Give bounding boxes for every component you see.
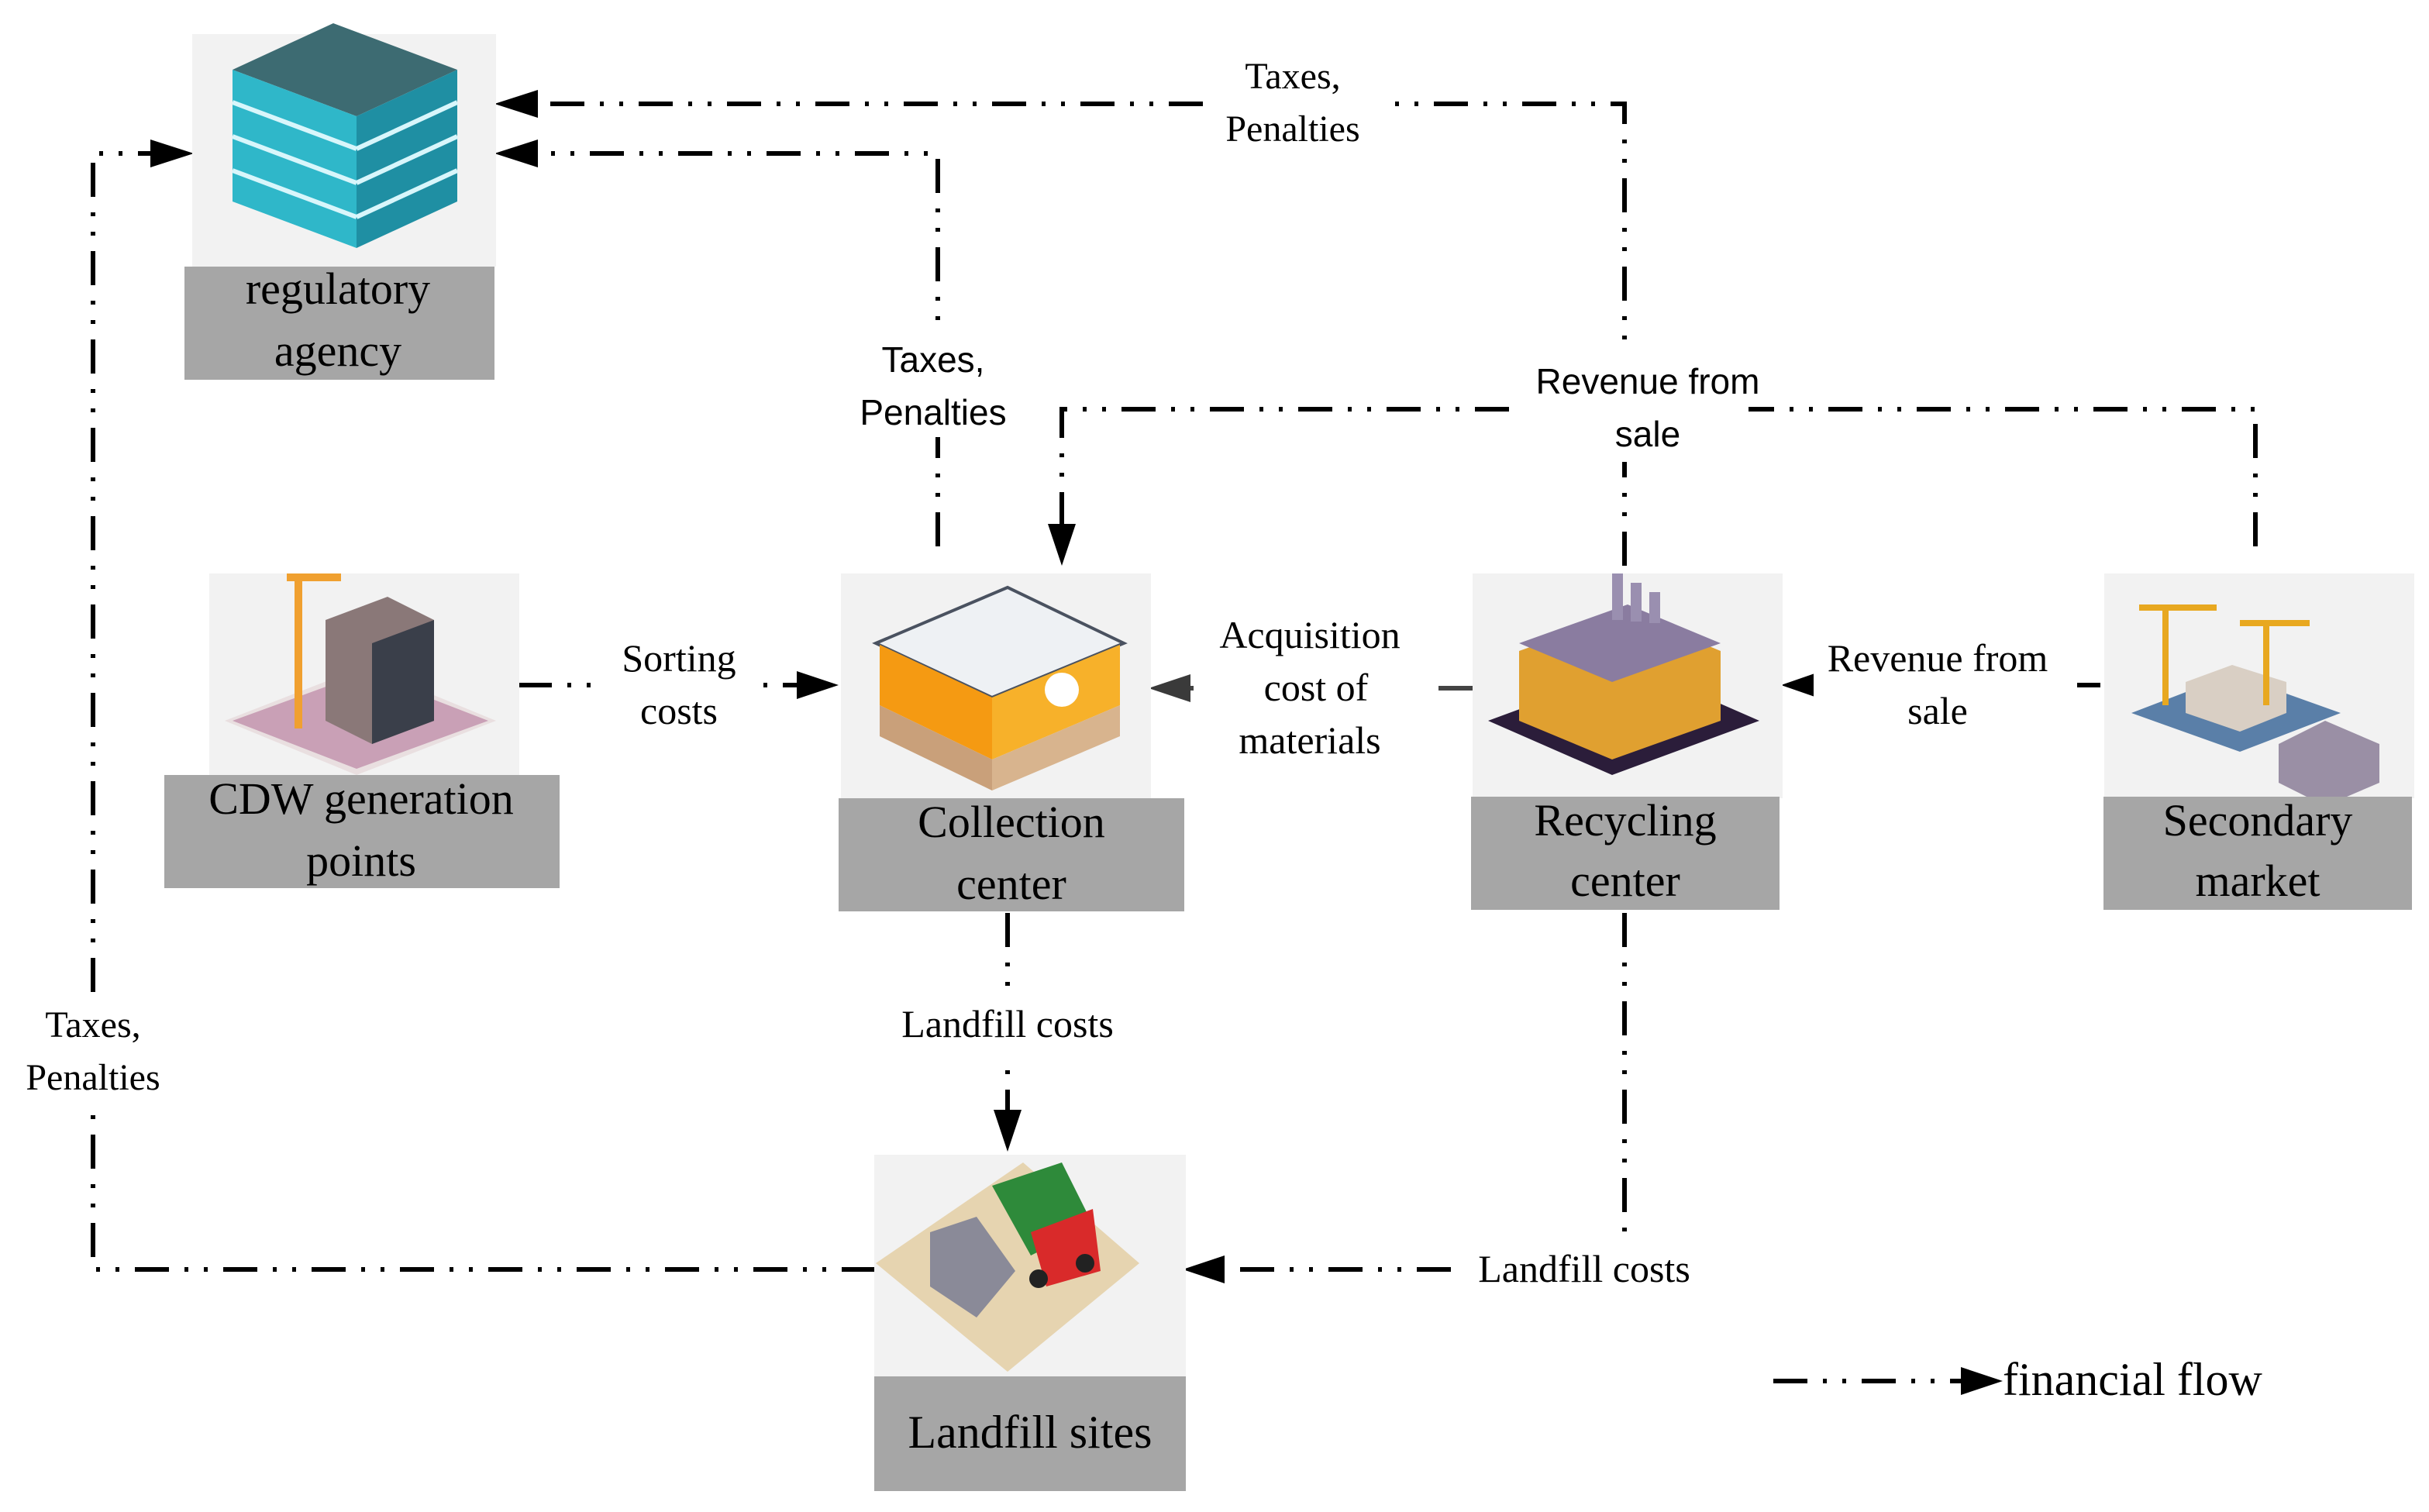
arrowhead-left-icon: [1149, 674, 1190, 702]
sorting-line2: costs: [640, 689, 718, 732]
arrowhead-right-icon: [797, 671, 839, 699]
node-recycling-center: Recycling center: [1471, 573, 1783, 910]
regulatory-label-line2: agency: [274, 325, 401, 376]
taxes-left-line2: Penalties: [26, 1057, 160, 1098]
sorting-line1: Sorting: [622, 636, 736, 680]
landfill-costs-collection: Landfill costs: [901, 1002, 1114, 1045]
arrowhead-down-icon: [1048, 524, 1076, 566]
revenue-right-line1: Revenue from: [1828, 636, 2048, 680]
recycling-label-line2: center: [1570, 856, 1680, 906]
office-building-icon: [231, 23, 459, 248]
flow-recycling-to-landfill: [1217, 913, 1627, 1272]
cdw-label-line2: points: [306, 835, 416, 886]
recycling-factory-icon: [1488, 573, 1759, 775]
cdw-label-line1: CDW generation: [208, 773, 514, 824]
arrowhead-right-icon: [150, 139, 194, 167]
revenue-top-line1: Revenue from: [1536, 361, 1760, 401]
collection-label-line2: center: [956, 859, 1066, 909]
taxes-left-line1: Taxes,: [45, 1004, 140, 1045]
collection-label-line1: Collection: [918, 797, 1105, 847]
recycling-warehouse-icon: [872, 585, 1128, 790]
landfill-costs-recycling: Landfill costs: [1478, 1247, 1690, 1290]
arrowhead-left-icon: [494, 139, 538, 167]
acquisition-line2: cost of: [1264, 666, 1369, 709]
construction-site-icon: [225, 573, 496, 775]
node-secondary-market: Secondary market: [2103, 573, 2414, 910]
taxes-top-line1: Taxes,: [1245, 56, 1340, 97]
legend-label: financial flow: [2003, 1354, 2263, 1405]
revenue-right-line2: sale: [1907, 689, 1968, 732]
secondary-label-line2: market: [2195, 856, 2320, 906]
recycling-label-line1: Recycling: [1534, 795, 1716, 846]
legend-arrowhead-icon: [1961, 1367, 2003, 1395]
arrowhead-left-icon: [494, 90, 538, 118]
market-cranes-icon: [2131, 604, 2379, 806]
node-regulatory-agency: regulatory agency: [184, 23, 496, 380]
arrowheads: [150, 90, 1821, 1283]
arrowhead-left-icon: [1183, 1255, 1225, 1283]
secondary-label-line1: Secondary: [2163, 795, 2353, 846]
regulatory-label-line1: regulatory: [246, 263, 430, 314]
node-collection-center: Collection center: [839, 573, 1184, 911]
node-cdw-generation-points: CDW generation points: [164, 573, 560, 888]
flow-landfill-to-regulatory: [91, 151, 876, 1272]
landfill-truck-icon: [876, 1162, 1139, 1372]
flow-labels: Taxes, Penalties Taxes, Penalties Taxes,…: [8, 53, 2077, 1296]
landfill-label: Landfill sites: [908, 1407, 1152, 1458]
arrowhead-left-icon: [1781, 671, 1821, 699]
taxes-top-line2: Penalties: [1225, 108, 1359, 150]
acquisition-line1: Acquisition: [1219, 613, 1400, 656]
taxes-mid-line2: Penalties: [860, 392, 1006, 432]
acquisition-line3: materials: [1239, 718, 1380, 762]
arrowhead-down-icon: [994, 1110, 1022, 1152]
taxes-mid-line1: Taxes,: [882, 339, 985, 380]
revenue-top-line2: sale: [1615, 414, 1680, 454]
flow-recycling-to-regulatory: [535, 102, 1627, 566]
legend: financial flow: [1773, 1354, 2263, 1405]
node-landfill-sites: Landfill sites: [874, 1155, 1186, 1491]
